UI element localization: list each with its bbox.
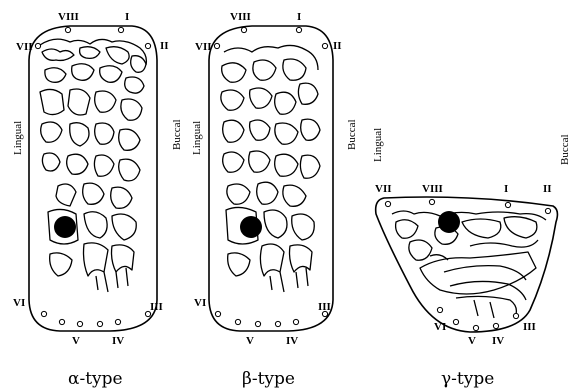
beta-figure: I II III IV V VI VII VIII Lingual Buccal… (191, 11, 358, 389)
alpha-site-I: I (125, 11, 129, 23)
beta-site-III: III (318, 301, 331, 313)
beta-site-II: II (333, 40, 342, 52)
beta-caption: β-type (242, 369, 295, 389)
beta-site-I: I (297, 11, 301, 23)
gamma-site-IV: IV (492, 335, 504, 347)
gamma-lingual-label: Lingual (372, 128, 384, 162)
alpha-site-VII: VII (16, 41, 33, 53)
alpha-site-II: II (160, 40, 169, 52)
alpha-caption: α-type (68, 369, 123, 389)
gamma-figure: I II III IV V VI VII VIII Lingual Buccal… (372, 128, 571, 389)
alpha-site-IV: IV (112, 335, 124, 347)
alpha-lingual-label: Lingual (12, 121, 24, 155)
beta-site-IV: IV (286, 335, 298, 347)
gamma-site-VII: VII (375, 183, 392, 195)
beta-trabecular-network (221, 45, 320, 292)
beta-black-dot (240, 216, 262, 238)
gamma-site-VI: VI (434, 321, 446, 333)
alpha-site-VIII: VIII (58, 11, 79, 23)
gamma-buccal-label: Buccal (559, 134, 571, 165)
gamma-caption: γ-type (441, 369, 494, 389)
alpha-site-V: V (72, 335, 80, 347)
alpha-site-VI: VI (13, 297, 25, 309)
gamma-site-II: II (543, 183, 552, 195)
beta-lingual-label: Lingual (191, 121, 203, 155)
beta-buccal-label: Buccal (346, 119, 358, 150)
gamma-outline (376, 197, 558, 332)
alpha-site-III: III (150, 301, 163, 313)
gamma-site-V: V (468, 335, 476, 347)
alpha-buccal-label: Buccal (171, 119, 183, 150)
alpha-trabecular-network (40, 39, 146, 292)
gamma-black-dot (438, 211, 460, 233)
gamma-site-I: I (504, 183, 508, 195)
beta-site-V: V (246, 335, 254, 347)
beta-site-VII: VII (195, 41, 212, 53)
alpha-black-dot (54, 216, 76, 238)
gamma-trabecular-network (392, 211, 546, 318)
alpha-figure: I II III IV V VI VII VIII Lingual Buccal… (12, 11, 183, 389)
gamma-site-markers (385, 199, 550, 330)
gamma-site-VIII: VIII (422, 183, 443, 195)
beta-site-VIII: VIII (230, 11, 251, 23)
beta-site-VI: VI (194, 297, 206, 309)
gamma-site-III: III (523, 321, 536, 333)
